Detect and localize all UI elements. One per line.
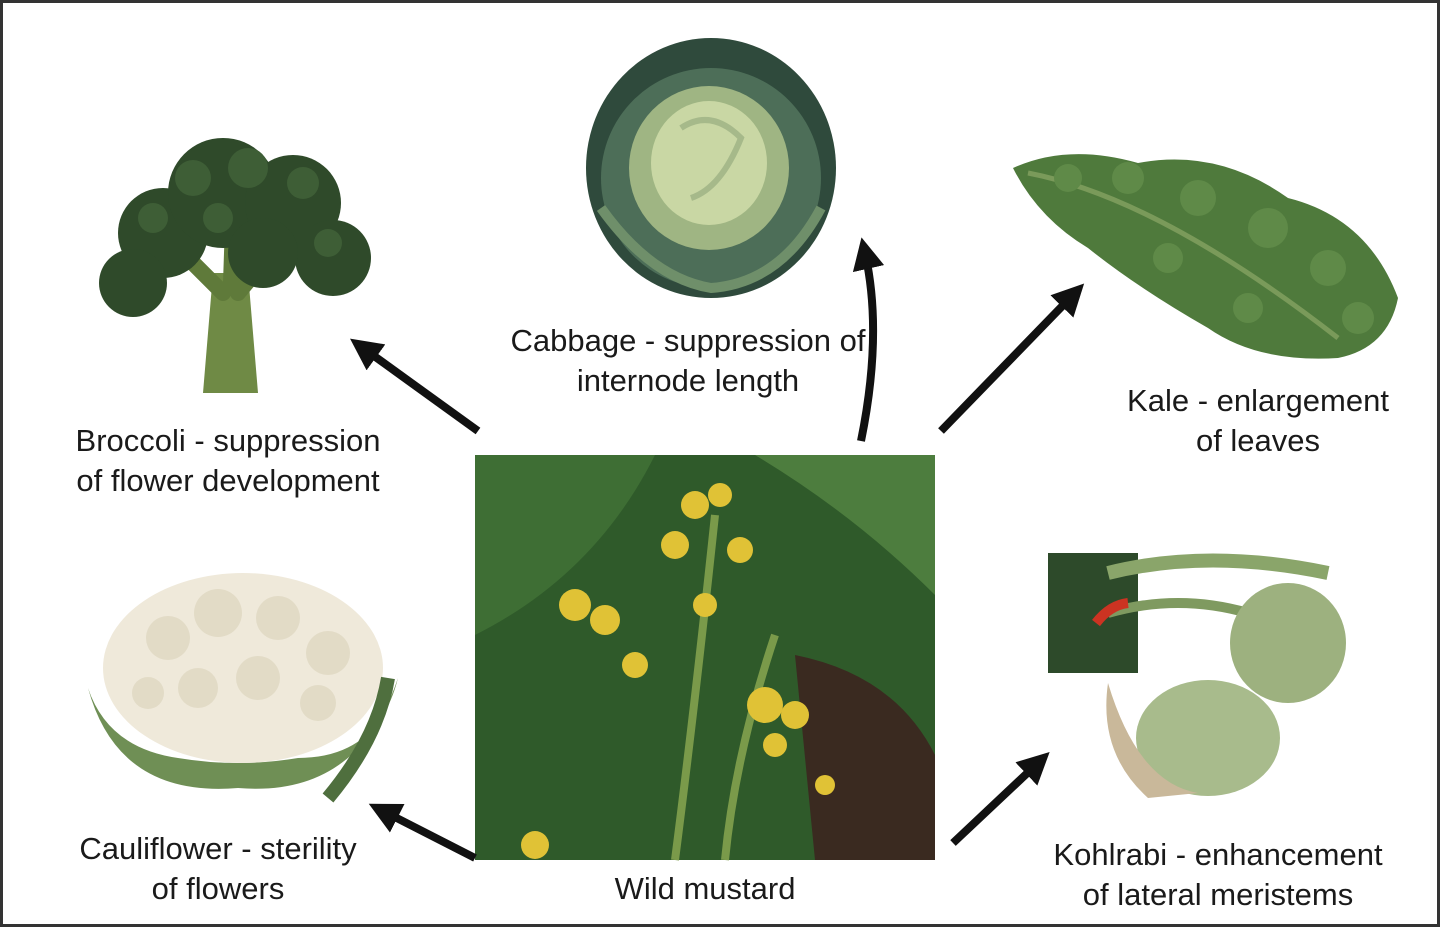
label-broccoli-line-2: of flower development (76, 463, 380, 498)
arrows-layer (350, 237, 1085, 862)
label-broccoli: Broccoli - suppression of flower develop… (23, 421, 433, 501)
label-cauliflower-line-2: of flowers (151, 871, 285, 906)
wild-mustard-image (475, 455, 935, 861)
cabbage-image (586, 38, 836, 298)
label-wild-mustard: Wild mustard (505, 869, 905, 909)
label-kohlrabi-line-1: Kohlrabi - enhancement (1053, 837, 1383, 872)
label-kohlrabi-line-2: of lateral meristems (1082, 877, 1354, 912)
label-broccoli-line-1: Broccoli - suppression (75, 423, 381, 458)
label-wild-mustard-text: Wild mustard (614, 871, 796, 906)
arrow-to-kale (938, 283, 1085, 434)
label-kale-line-2: of leaves (1195, 423, 1321, 458)
arrow-to-broccoli (350, 338, 481, 435)
label-cauliflower: Cauliflower - sterility of flowers (23, 829, 413, 909)
arrow-to-kohlrabi (950, 752, 1050, 846)
kale-image (1013, 154, 1398, 359)
label-kale-line-1: Kale - enlargement (1127, 383, 1389, 418)
label-cauliflower-line-1: Cauliflower - sterility (79, 831, 357, 866)
label-cabbage: Cabbage - suppression of internode lengt… (458, 321, 918, 401)
kohlrabi-image (1048, 553, 1346, 798)
label-kohlrabi: Kohlrabi - enhancement of lateral merist… (1008, 835, 1428, 915)
label-cabbage-line-1: Cabbage - suppression of (510, 323, 866, 358)
arrow-to-cabbage (852, 237, 885, 442)
label-cabbage-line-2: internode length (576, 363, 800, 398)
cauliflower-image (88, 573, 398, 803)
broccoli-image (99, 138, 371, 393)
label-kale: Kale - enlargement of leaves (1083, 381, 1433, 461)
arrow-to-cauliflower (368, 803, 477, 862)
